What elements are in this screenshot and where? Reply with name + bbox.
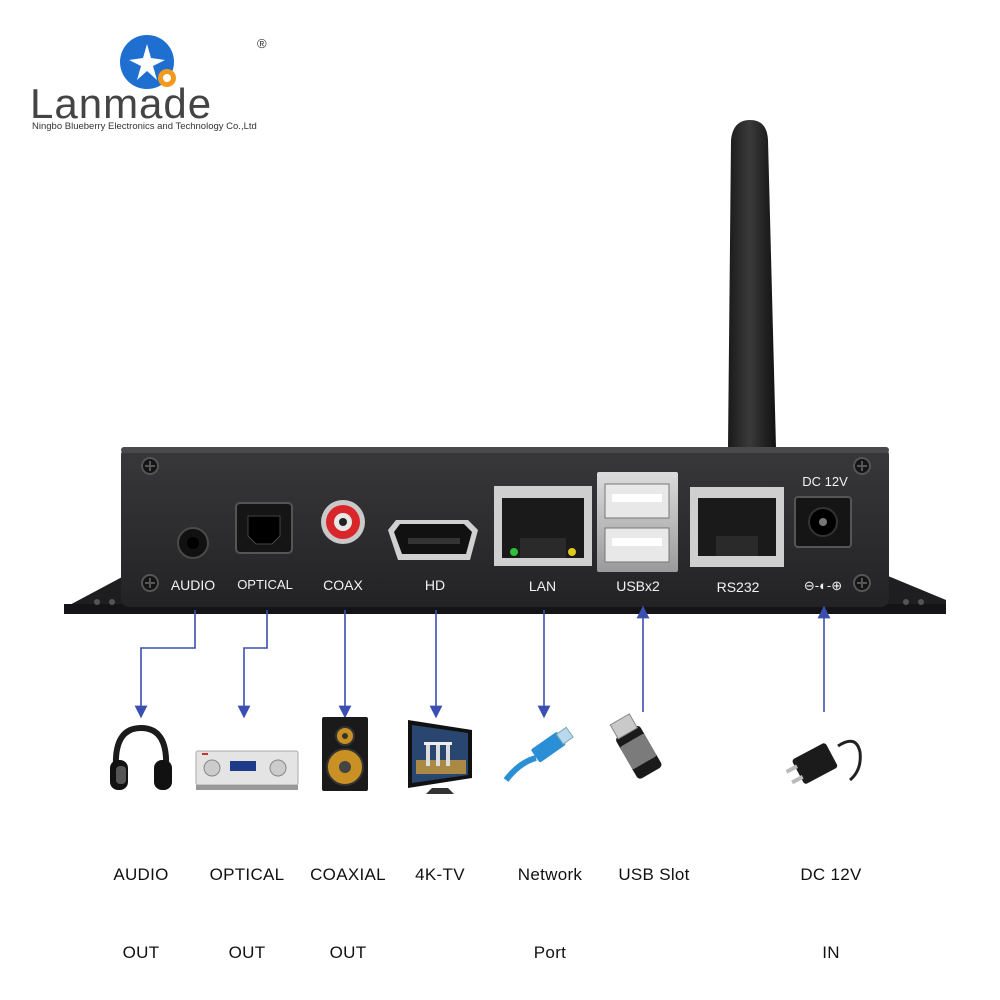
caption-coaxial-out: COAXIAL OUT bbox=[298, 810, 398, 992]
brand-name: Lanmade bbox=[30, 80, 213, 127]
antenna bbox=[728, 120, 776, 448]
caption-line-1: USB Slot bbox=[618, 865, 690, 884]
caption-line-1: Network bbox=[517, 865, 583, 884]
headphones-icon bbox=[110, 724, 172, 790]
registered-mark: ® bbox=[257, 36, 267, 51]
caption-usb-slot: USB Slot bbox=[604, 810, 704, 966]
lan-port bbox=[494, 486, 592, 566]
usb-drive-icon bbox=[609, 713, 662, 779]
port-label-audio: AUDIO bbox=[170, 577, 216, 593]
port-label-usb: USBx2 bbox=[616, 578, 660, 594]
port-label-rs232: RS232 bbox=[716, 579, 760, 595]
network-cable-icon bbox=[503, 726, 574, 782]
caption-line-1: 4K-TV bbox=[415, 865, 465, 884]
port-label-optical: OPTICAL bbox=[237, 577, 293, 592]
caption-dc-12v-in: DC 12V IN bbox=[781, 810, 881, 992]
port-label-hd: HD bbox=[424, 577, 446, 593]
logo-star-icon bbox=[120, 35, 176, 89]
usb-ports bbox=[597, 472, 678, 572]
dc-12v-port-label: DC 12V bbox=[802, 474, 848, 489]
amplifier-icon bbox=[195, 750, 299, 790]
caption-line-2: OUT bbox=[228, 943, 266, 962]
caption-network-port: Network Port bbox=[500, 810, 600, 992]
optical-port bbox=[235, 502, 293, 554]
port-label-coax: COAX bbox=[323, 577, 363, 593]
caption-line-2: Port bbox=[533, 943, 567, 962]
caption-line-2: OUT bbox=[122, 943, 160, 962]
dc-polarity-symbol: ⊖-◐-⊕ bbox=[803, 578, 843, 593]
caption-line-1: COAXIAL bbox=[310, 865, 386, 884]
speaker-icon bbox=[322, 717, 368, 791]
caption-4k-tv: 4K-TV bbox=[390, 810, 490, 966]
power-adapter-icon bbox=[786, 739, 862, 785]
hdmi-port bbox=[388, 520, 478, 560]
caption-line-1: OPTICAL bbox=[209, 865, 285, 884]
caption-line-2: OUT bbox=[329, 943, 367, 962]
dc-power-jack bbox=[794, 496, 852, 548]
coax-port bbox=[321, 500, 365, 544]
caption-line-1: AUDIO bbox=[113, 865, 169, 884]
caption-optical-out: OPTICAL OUT bbox=[197, 810, 297, 992]
port-label-lan: LAN bbox=[528, 578, 557, 594]
caption-line-2: IN bbox=[822, 943, 840, 962]
audio-jack bbox=[177, 527, 209, 559]
rs232-port bbox=[690, 487, 784, 567]
company-name: Ningbo Blueberry Electronics and Technol… bbox=[32, 121, 257, 132]
tv-icon bbox=[408, 720, 472, 794]
caption-audio-out: AUDIO OUT bbox=[91, 810, 191, 992]
caption-line-1: DC 12V bbox=[800, 865, 862, 884]
